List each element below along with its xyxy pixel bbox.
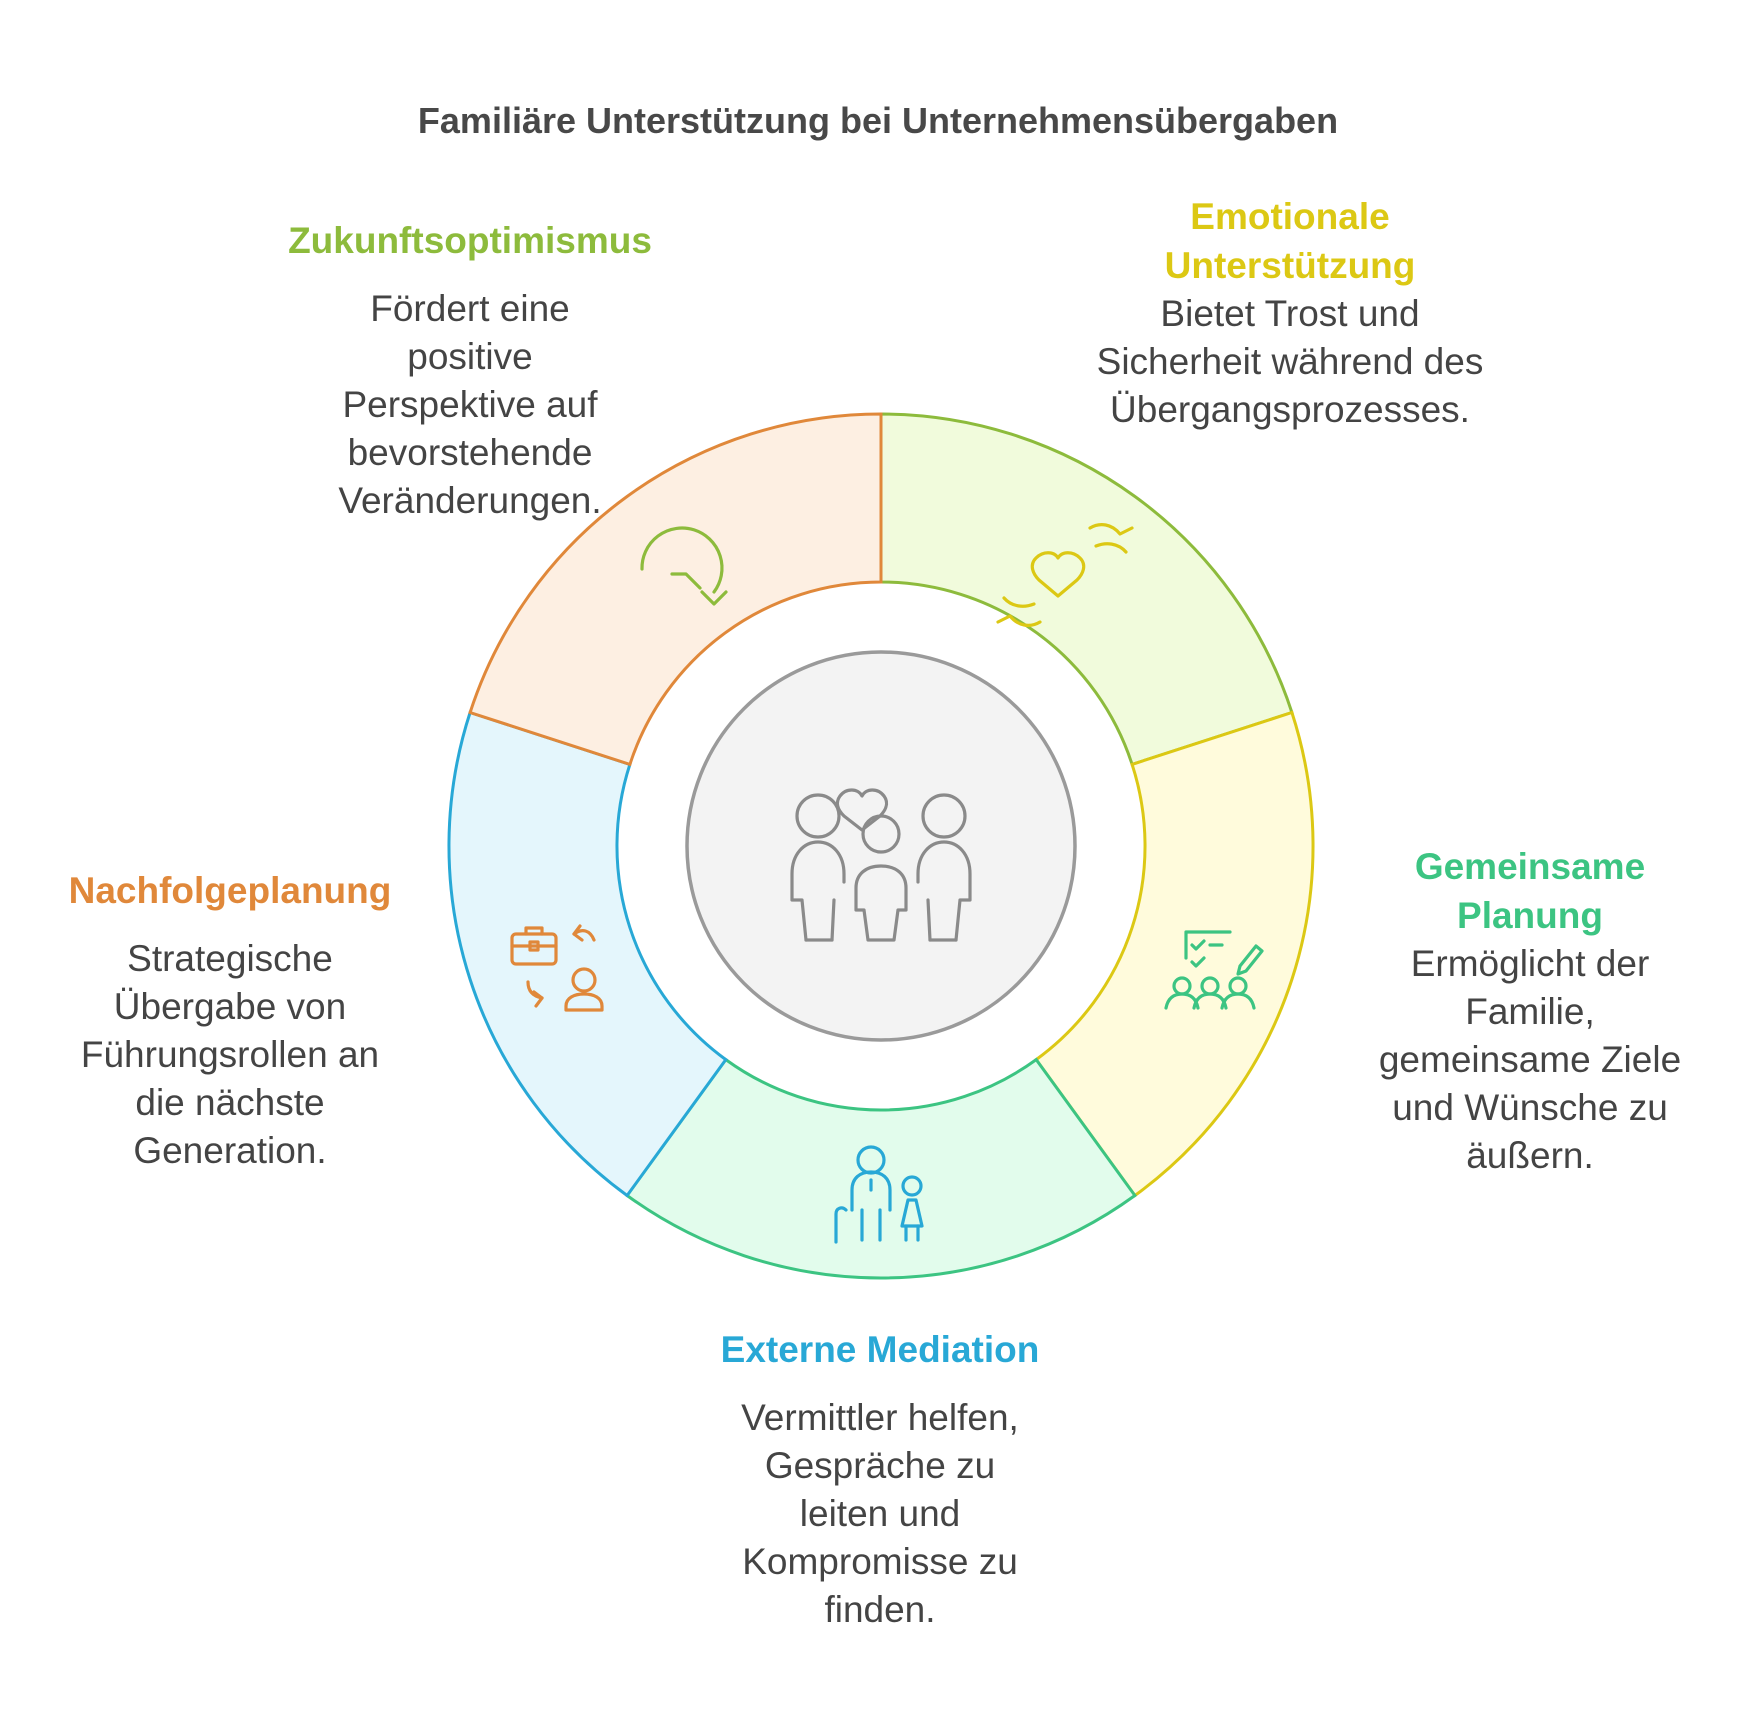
segment-label-emotionale-unterstuetzung: Emotionale Unterstützung Bietet Trost un… xyxy=(1090,192,1490,434)
ring-segment-nachfolge xyxy=(468,412,883,767)
segment-description: Vermittler helfen, Gespräche zu leiten u… xyxy=(741,1397,1019,1630)
segment-title: Zukunftsoptimismus xyxy=(288,220,652,261)
segment-label-gemeinsame-planung: Gemeinsame Planung Ermöglicht der Famili… xyxy=(1340,842,1720,1180)
elder-child-icon xyxy=(834,1145,924,1244)
ring-segment-extern xyxy=(447,710,728,1198)
ring-gap xyxy=(1063,800,1139,1035)
hands-heart-icon xyxy=(996,523,1134,627)
family-heart-icon xyxy=(790,788,972,942)
group-planning-icon xyxy=(1164,930,1264,1010)
segment-description: Strategische Übergabe von Führungsrollen… xyxy=(80,938,380,1171)
segment-label-nachfolgeplanung: Nachfolgeplanung Strategische Übergabe v… xyxy=(40,866,420,1175)
ring-segment-emotional xyxy=(1034,710,1315,1198)
segment-title: Emotionale Unterstützung xyxy=(1164,196,1416,286)
segment-title: Gemeinsame Planung xyxy=(1414,846,1646,936)
ring-gap xyxy=(917,586,1117,732)
center-circle xyxy=(685,650,1077,1042)
segment-label-externe-mediation: Externe Mediation Vermittler helfen, Ges… xyxy=(680,1325,1080,1634)
circular-arrow-icon xyxy=(640,526,728,606)
ring-gap xyxy=(623,800,699,1035)
segment-description: Ermöglicht der Familie, gemeinsame Ziele… xyxy=(1378,943,1682,1176)
diagram-title: Familiäre Unterstützung bei Unternehmens… xyxy=(417,100,1339,141)
ring-gap xyxy=(758,1046,1004,1078)
segment-description: Fördert eine positive Perspektive auf be… xyxy=(338,288,602,521)
briefcase-handover-icon xyxy=(510,924,604,1012)
segment-description: Bietet Trost und Sicherheit während des … xyxy=(1096,293,1484,430)
ring-gap xyxy=(645,586,845,732)
segment-title: Externe Mediation xyxy=(720,1329,1040,1370)
segment-label-zukunftsoptimismus: Zukunftsoptimismus Fördert eine positive… xyxy=(270,216,670,525)
ring-segment-zukunft xyxy=(879,412,1294,767)
segment-title: Nachfolgeplanung xyxy=(68,870,392,911)
